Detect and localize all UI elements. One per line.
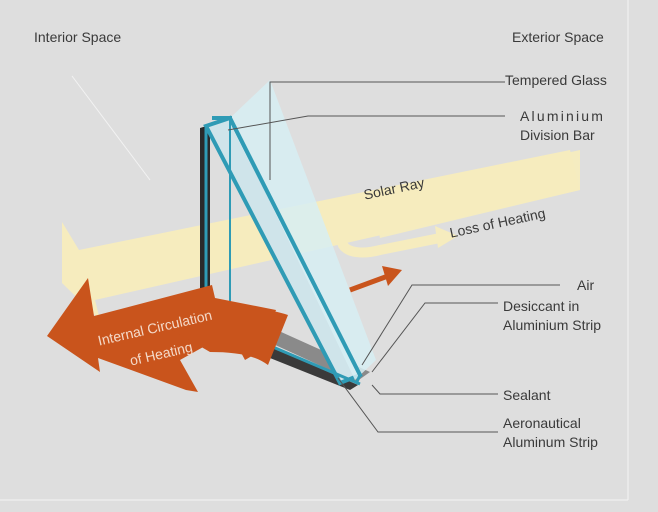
desiccant-leader [371,302,498,373]
loss-of-heating-curl [337,222,441,258]
exterior-space-label: Exterior Space [512,29,604,45]
glass-pane-front [230,80,376,380]
heat-escape-arrowhead [382,266,402,286]
interior-space-label: Interior Space [34,29,122,45]
internal-circulation-arrow [47,278,276,392]
glass-corner [354,374,362,385]
sealant-leader [371,384,498,395]
sealant-label: Sealant [503,387,551,403]
interior-pointer-line [71,75,151,181]
glass-edge-inner [228,117,362,376]
loss-of-heating-arrowhead [435,226,458,248]
desiccant-label: Desiccant in [503,298,580,314]
air-label: Air [577,277,595,293]
aluminum-strip-label: Aluminum Strip [503,434,598,450]
tempered-glass-leader [269,81,505,180]
air-leader [361,284,560,366]
tempered-glass-label: Tempered Glass [505,72,607,88]
aluminium-strip-label: Aluminium Strip [503,317,602,333]
solar-ray-front [370,150,580,238]
aeronautical-leader [337,377,498,433]
internal-circulation-curl [172,308,288,365]
aeronautical-label: Aeronautical [503,415,581,431]
aluminium-label: Aluminium [520,108,606,124]
heat-escape-arrow [349,273,389,293]
division-bar-label: Division Bar [520,127,595,143]
aluminium-leader [227,115,505,131]
